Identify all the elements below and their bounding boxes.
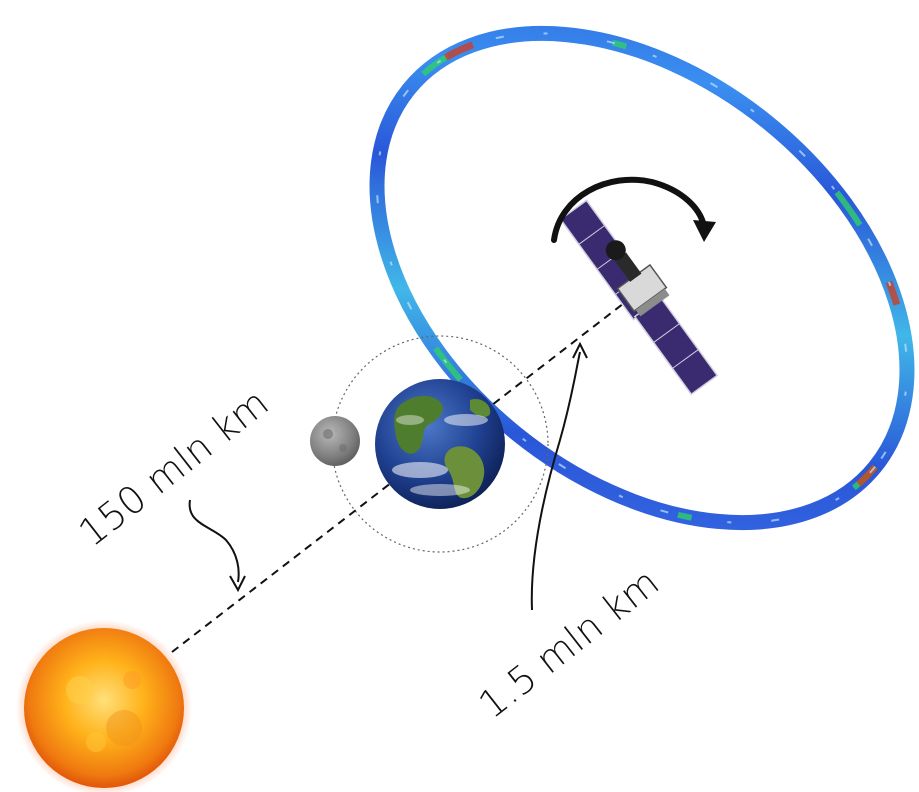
sun-l2-dashed-line — [171, 299, 629, 653]
moon-orbit-circle — [331, 335, 549, 553]
halo-orbit-ring — [369, 25, 915, 531]
sun-earth-pointer-arrowhead-icon — [229, 575, 246, 593]
sun-earth-pointer-arrow — [188, 499, 240, 583]
earth-icon — [375, 379, 505, 509]
earth-l2-distance-label: 1.5 mln km — [470, 560, 667, 727]
sun-earth-distance-label: 150 mln km — [70, 380, 276, 555]
rotation-arrow-icon — [551, 176, 707, 243]
earth-l2-pointer-arrowhead-icon — [572, 341, 588, 359]
rotation-arrowhead-icon — [693, 220, 716, 242]
satellite-icon — [559, 199, 719, 396]
earth-l2-pointer-arrow — [530, 351, 581, 611]
sun-icon — [16, 620, 192, 792]
moon-icon — [310, 416, 360, 466]
